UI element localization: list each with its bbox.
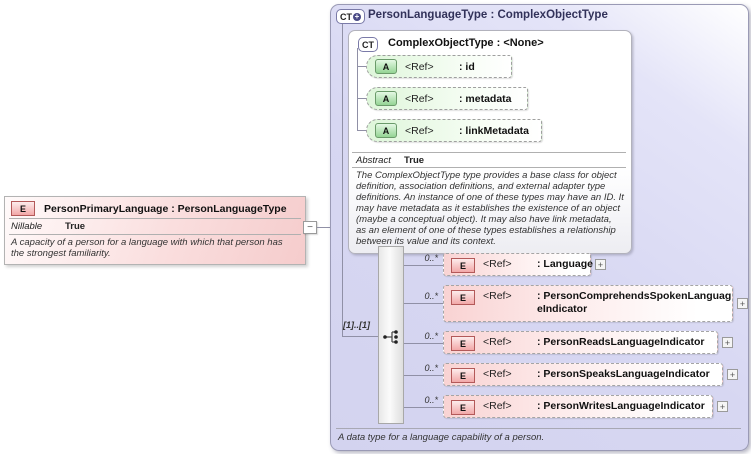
complex-type-title: PersonLanguageType : ComplexObjectType bbox=[368, 9, 608, 21]
connector-line bbox=[357, 130, 366, 131]
attribute-ref-id[interactable]: A <Ref> : id bbox=[366, 55, 512, 78]
global-element-title: PersonPrimaryLanguage : PersonLanguageTy… bbox=[44, 202, 287, 215]
base-type-icon-label: CT bbox=[362, 39, 374, 50]
expand-toggle[interactable]: + bbox=[717, 401, 728, 412]
sequence-icon bbox=[383, 330, 398, 344]
global-element-header: E PersonPrimaryLanguage : PersonLanguage… bbox=[5, 197, 305, 216]
element-name: : PersonReadsLanguageIndicator bbox=[537, 336, 705, 348]
ref-keyword: <Ref> bbox=[405, 60, 434, 73]
nillable-label: Nillable bbox=[11, 221, 43, 232]
element-ref-language[interactable]: E <Ref> : Language bbox=[443, 253, 594, 276]
element-name: : Language bbox=[537, 258, 594, 270]
element-name: : PersonWritesLanguageIndicator bbox=[537, 400, 705, 412]
occurrence-label: 0..* bbox=[424, 363, 438, 373]
connector-line bbox=[404, 407, 443, 408]
abstract-label: Abstract bbox=[356, 155, 391, 166]
connector-line bbox=[342, 24, 343, 337]
complex-type-icon-label: CT bbox=[340, 11, 352, 22]
plus-badge-icon: + bbox=[353, 11, 361, 21]
expand-toggle[interactable]: + bbox=[722, 337, 733, 348]
connector-line bbox=[404, 303, 443, 304]
attribute-icon: A bbox=[375, 59, 397, 74]
connector-line bbox=[357, 48, 358, 131]
nillable-value: True bbox=[65, 221, 86, 232]
attribute-name: : id bbox=[459, 60, 475, 73]
divider bbox=[9, 234, 301, 235]
attribute-icon: A bbox=[375, 123, 397, 138]
expand-toggle[interactable]: + bbox=[737, 298, 748, 309]
attribute-name: : linkMetadata bbox=[459, 124, 530, 137]
ref-keyword: <Ref> bbox=[405, 92, 434, 105]
element-ref-personspeakslanguageindicator[interactable]: E <Ref> : PersonSpeaksLanguageIndicator bbox=[443, 363, 723, 386]
occurrence-label: 0..* bbox=[424, 291, 438, 301]
connector-line bbox=[357, 66, 366, 67]
element-icon: E bbox=[451, 336, 475, 351]
ref-keyword: <Ref> bbox=[483, 290, 512, 302]
element-name: : PersonComprehendsSpokenLanguageIndicat… bbox=[537, 290, 732, 315]
ref-keyword: <Ref> bbox=[483, 258, 512, 270]
connector-line bbox=[404, 343, 443, 344]
ref-keyword: <Ref> bbox=[483, 400, 512, 412]
ref-keyword: <Ref> bbox=[405, 124, 434, 137]
ref-keyword: <Ref> bbox=[483, 336, 512, 348]
base-type-title: ComplexObjectType : <None> bbox=[388, 37, 544, 49]
element-icon: E bbox=[451, 400, 475, 415]
element-name: : PersonSpeaksLanguageIndicator bbox=[537, 368, 710, 380]
collapse-toggle[interactable]: − bbox=[303, 221, 317, 234]
connector-line bbox=[357, 98, 366, 99]
occurrence-label: 0..* bbox=[424, 253, 438, 263]
divider bbox=[352, 167, 626, 168]
connector-line bbox=[404, 375, 443, 376]
element-ref-personwriteslanguageindicator[interactable]: E <Ref> : PersonWritesLanguageIndicator bbox=[443, 395, 713, 418]
element-icon: E bbox=[11, 201, 35, 216]
element-ref-personreadslanguageindicator[interactable]: E <Ref> : PersonReadsLanguageIndicator bbox=[443, 331, 718, 354]
divider bbox=[336, 428, 741, 429]
base-type-icon: CT bbox=[358, 37, 378, 52]
connector-line bbox=[404, 265, 443, 266]
element-icon: E bbox=[451, 368, 475, 383]
attribute-ref-metadata[interactable]: A <Ref> : metadata bbox=[366, 87, 528, 110]
global-element-box[interactable]: E PersonPrimaryLanguage : PersonLanguage… bbox=[4, 196, 306, 265]
abstract-value: True bbox=[404, 155, 425, 166]
expand-toggle[interactable]: + bbox=[727, 369, 738, 380]
attribute-icon: A bbox=[375, 91, 397, 106]
base-type-description: The ComplexObjectType type provides a ba… bbox=[356, 170, 624, 247]
element-ref-personcomprehendsspokenlanguageindicator[interactable]: E <Ref> : PersonComprehendsSpokenLanguag… bbox=[443, 285, 733, 322]
connector-line bbox=[342, 336, 378, 337]
sequence-compositor[interactable] bbox=[378, 246, 404, 424]
divider bbox=[352, 152, 626, 153]
attribute-ref-linkmetadata[interactable]: A <Ref> : linkMetadata bbox=[366, 119, 542, 142]
expand-toggle[interactable]: + bbox=[595, 259, 606, 270]
global-element-description: A capacity of a person for a language wi… bbox=[11, 237, 283, 259]
element-icon: E bbox=[451, 290, 475, 305]
element-icon: E bbox=[451, 258, 475, 273]
occurrence-label: 0..* bbox=[424, 395, 438, 405]
attribute-name: : metadata bbox=[459, 92, 512, 105]
type-annotation: A data type for a language capability of… bbox=[338, 432, 545, 443]
ref-keyword: <Ref> bbox=[483, 368, 512, 380]
complex-type-icon: CT+ bbox=[336, 9, 365, 24]
cardinality-label: [1]..[1] bbox=[343, 320, 370, 330]
occurrence-label: 0..* bbox=[424, 331, 438, 341]
divider bbox=[9, 218, 301, 219]
